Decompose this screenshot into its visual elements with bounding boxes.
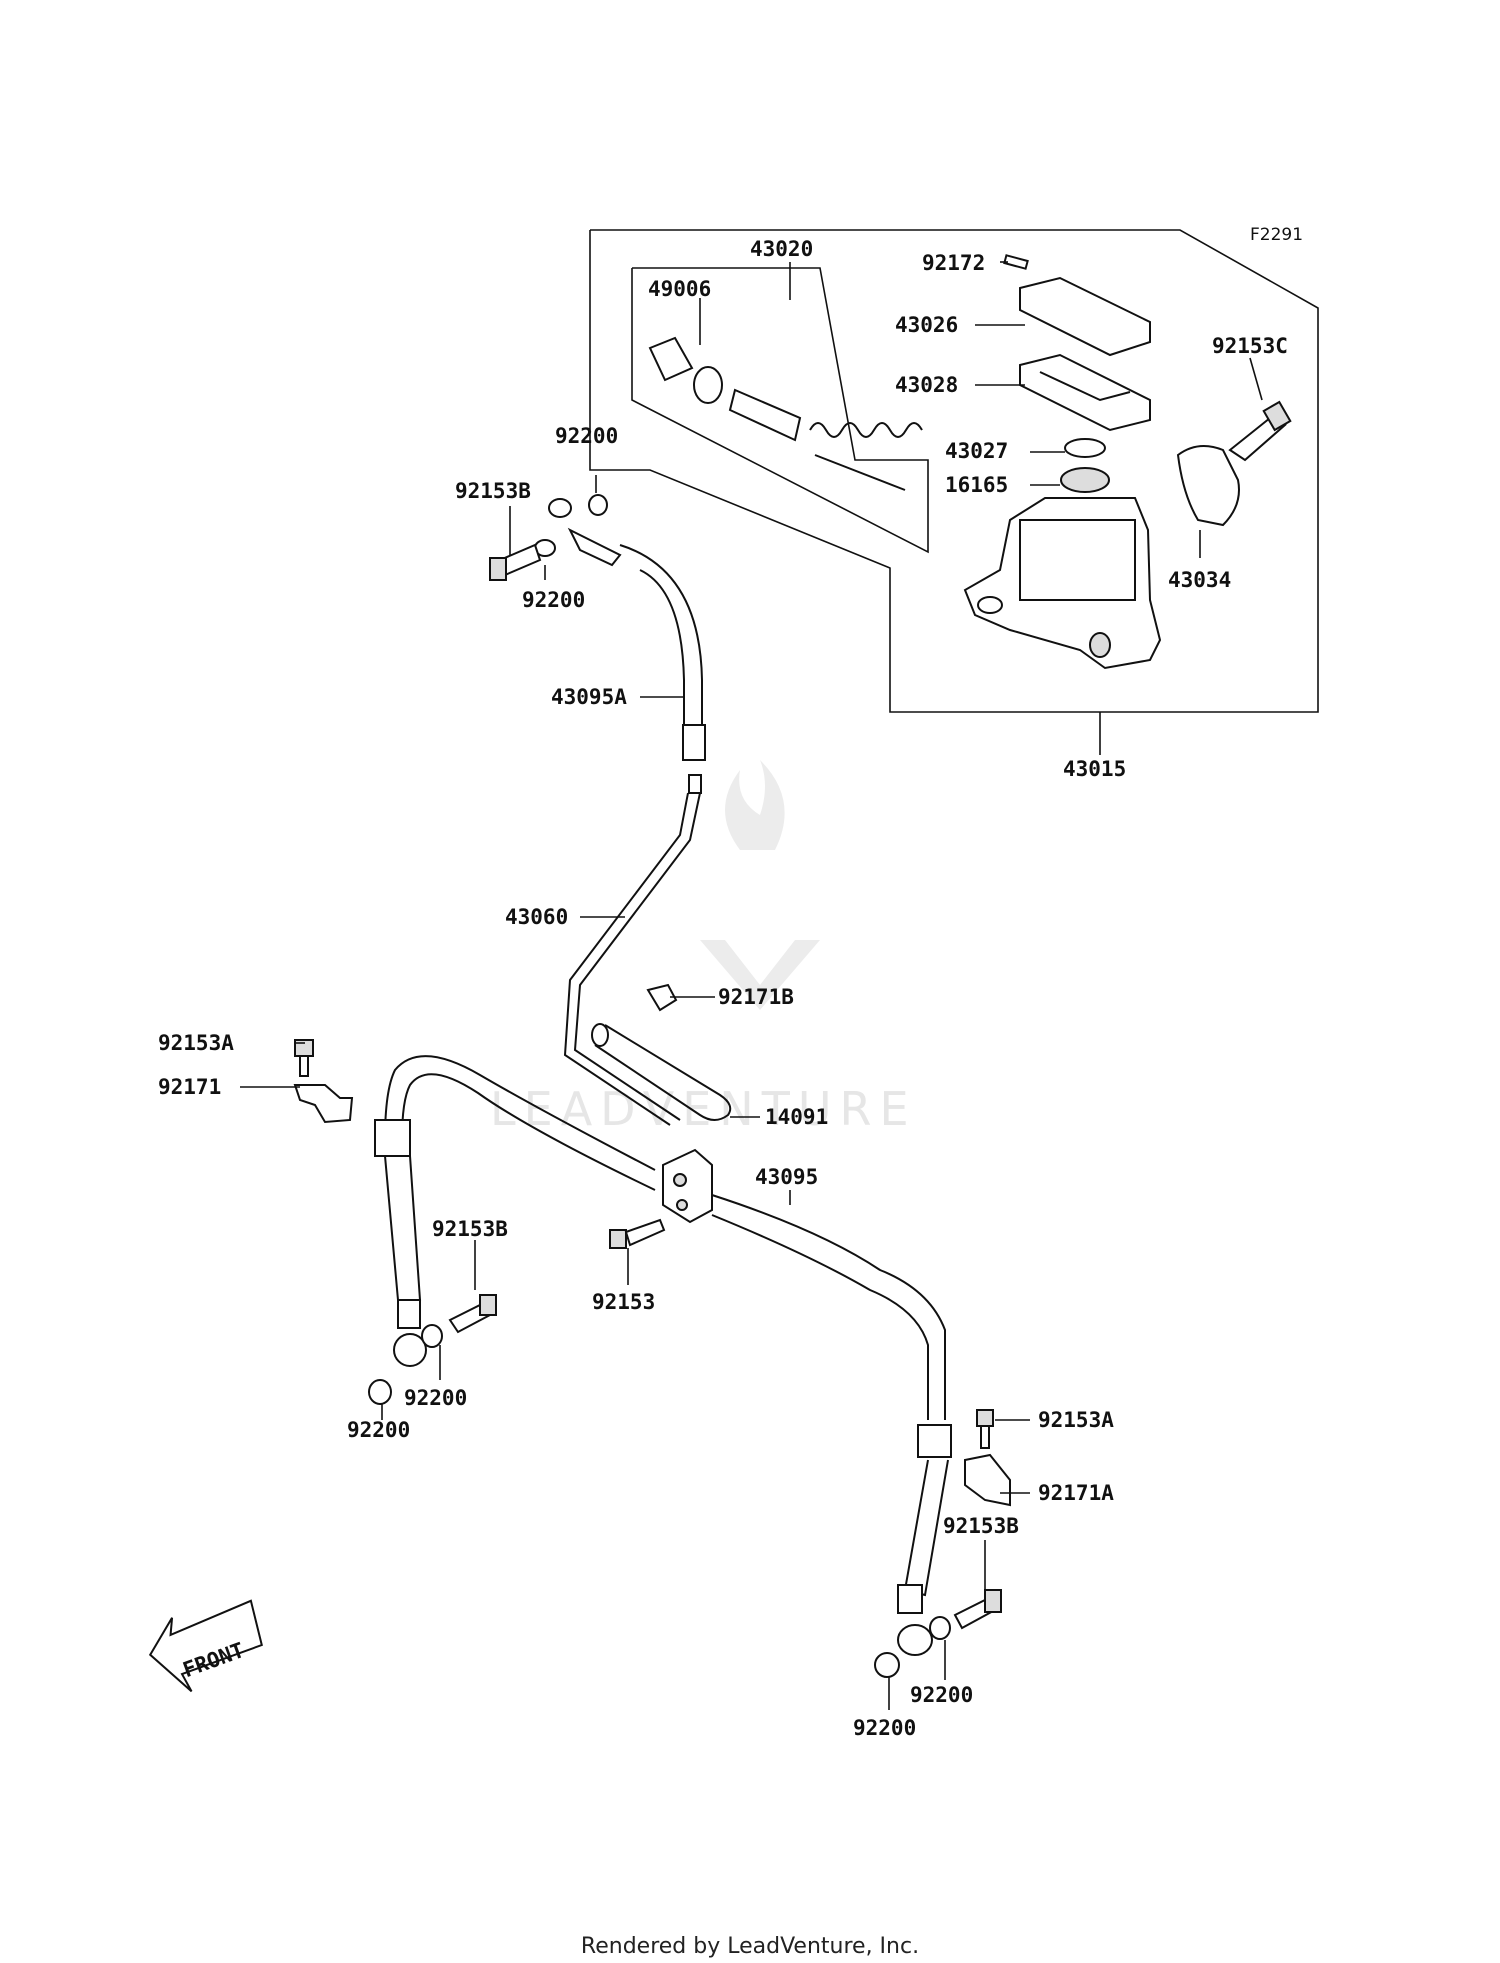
label-43026: 43026 bbox=[895, 313, 958, 337]
assembly-box-43015 bbox=[589, 229, 1319, 713]
clip-92171B bbox=[646, 983, 678, 1012]
footer-credit: Rendered by LeadVenture, Inc. bbox=[580, 1934, 920, 1959]
label-92153B-right: 92153B bbox=[943, 1514, 1019, 1538]
assembly-box-43020 bbox=[631, 267, 929, 554]
label-16165: 16165 bbox=[945, 473, 1008, 497]
label-43060: 43060 bbox=[505, 905, 568, 929]
bracket-left bbox=[293, 1039, 354, 1124]
label-92172: 92172 bbox=[922, 251, 985, 275]
label-92200-mid2: 92200 bbox=[347, 1418, 410, 1442]
label-92171B: 92171B bbox=[718, 985, 794, 1009]
top-banjo-fitting bbox=[489, 494, 622, 581]
master-cylinder-body bbox=[963, 497, 1162, 670]
label-92200-mid1: 92200 bbox=[404, 1386, 467, 1410]
label-92153A-left: 92153A bbox=[158, 1031, 234, 1055]
bolt-92153 bbox=[609, 1218, 666, 1249]
label-92200-bot2: 92200 bbox=[853, 1716, 916, 1740]
label-43034: 43034 bbox=[1168, 568, 1231, 592]
label-43095: 43095 bbox=[755, 1165, 818, 1189]
reservoir-cap-parts bbox=[1003, 254, 1292, 527]
hose-43095 bbox=[711, 1194, 1002, 1678]
label-92200-bot1: 92200 bbox=[910, 1683, 973, 1707]
label-92153: 92153 bbox=[592, 1290, 655, 1314]
junction-block bbox=[662, 1148, 713, 1224]
label-43015: 43015 bbox=[1063, 757, 1126, 781]
label-43020: 43020 bbox=[750, 237, 813, 261]
label-43095A: 43095A bbox=[551, 685, 627, 709]
label-92153A-right: 92153A bbox=[1038, 1408, 1114, 1432]
hose-43095A bbox=[619, 544, 706, 761]
part-labels: 43020 49006 92172 43026 43028 92153C 430… bbox=[158, 237, 1288, 1740]
label-92153B-mid: 92153B bbox=[432, 1217, 508, 1241]
label-14091: 14091 bbox=[765, 1105, 828, 1129]
front-arrow: FRONT bbox=[148, 1599, 263, 1693]
piston-spring bbox=[648, 336, 923, 491]
label-92153C: 92153C bbox=[1212, 334, 1288, 358]
bracket-right bbox=[964, 1409, 1011, 1507]
watermark: LEADVENTURE bbox=[490, 760, 917, 1136]
watermark-text: LEADVENTURE bbox=[490, 1082, 917, 1136]
label-92153B-top: 92153B bbox=[455, 479, 531, 503]
label-92200-top: 92200 bbox=[555, 424, 618, 448]
label-92171: 92171 bbox=[158, 1075, 221, 1099]
label-92171A: 92171A bbox=[1038, 1481, 1114, 1505]
label-43027: 43027 bbox=[945, 439, 1008, 463]
hose-14091 bbox=[591, 1023, 732, 1121]
label-43028: 43028 bbox=[895, 373, 958, 397]
label-92200-top2: 92200 bbox=[522, 588, 585, 612]
diagram-code: F2291 bbox=[1250, 225, 1303, 245]
label-49006: 49006 bbox=[648, 277, 711, 301]
leader-lines bbox=[240, 261, 1263, 1710]
brake-pipe-43060 bbox=[563, 774, 702, 1126]
hose-left bbox=[368, 1055, 656, 1405]
